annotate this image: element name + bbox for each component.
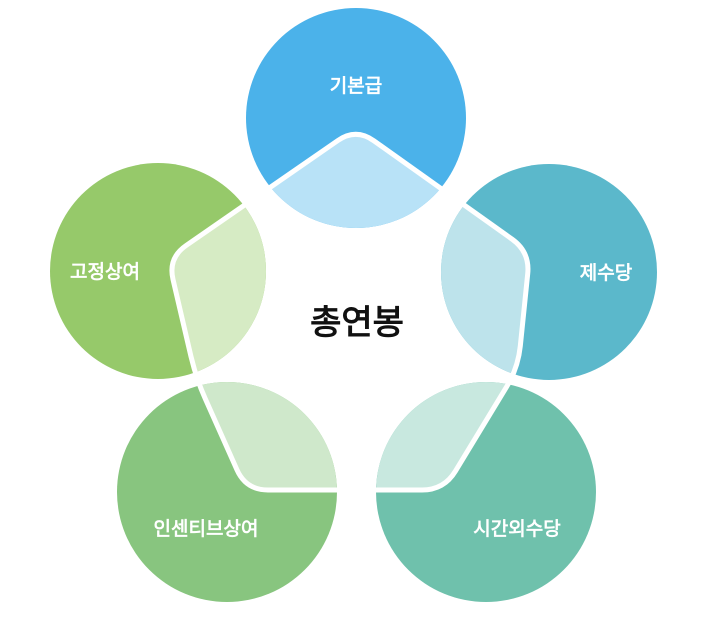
- label-allowances: 제수당: [580, 262, 633, 284]
- center-label: 총연봉: [310, 303, 404, 343]
- overlap-overtime-pay: [376, 382, 528, 491]
- central-pentagon: [169, 131, 531, 493]
- label-overtime-pay: 시간외수당: [473, 518, 561, 540]
- label-incentive-bonus: 인센티브상여: [154, 518, 259, 540]
- overlap-basic-pay: [246, 134, 466, 228]
- label-basic-pay: 기본급: [330, 75, 382, 97]
- label-fixed-bonus: 고정상여: [70, 261, 140, 283]
